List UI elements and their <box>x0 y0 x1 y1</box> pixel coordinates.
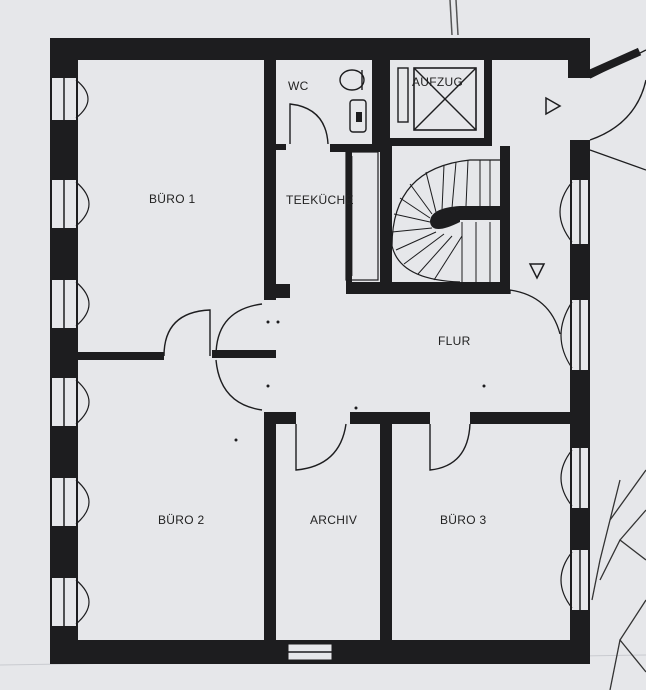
window-right-3 <box>560 448 588 508</box>
room-label-flur: FLUR <box>438 334 471 348</box>
room-label-buero2: BÜRO 2 <box>158 513 205 527</box>
outer-walls <box>50 38 590 664</box>
tree-branches <box>591 469 646 690</box>
right-windows <box>559 180 588 610</box>
room-label-teekueche: TEEKÜCHE <box>286 193 354 207</box>
kitchen-counter <box>345 151 379 281</box>
window-left-1 <box>52 78 89 120</box>
outlet-dots <box>234 320 486 442</box>
left-windows <box>52 78 90 626</box>
bottom-window <box>287 643 333 661</box>
window-left-3 <box>52 280 90 328</box>
room-label-buero3: BÜRO 3 <box>440 513 487 527</box>
top-stub-line <box>449 0 453 36</box>
window-left-5 <box>52 478 90 526</box>
window-right-2 <box>560 300 588 370</box>
elevator-icon <box>397 67 477 131</box>
arrow-down-icon <box>528 263 546 280</box>
window-right-4 <box>560 550 588 610</box>
room-label-archiv: ARCHIV <box>310 513 357 527</box>
staircase <box>391 159 500 283</box>
doors <box>163 47 646 471</box>
room-label-wc: WC <box>288 79 309 93</box>
wc-fixtures <box>339 69 367 133</box>
arrow-icon <box>545 96 562 116</box>
window-right-1 <box>559 180 588 244</box>
window-left-4 <box>52 378 90 426</box>
interior-walls <box>78 60 590 640</box>
window-left-6 <box>52 578 90 626</box>
top-stub-line <box>455 0 459 36</box>
window-left-2 <box>52 180 90 228</box>
room-label-aufzug: AUFZUG <box>412 75 463 89</box>
room-label-buero1: BÜRO 1 <box>149 192 196 206</box>
